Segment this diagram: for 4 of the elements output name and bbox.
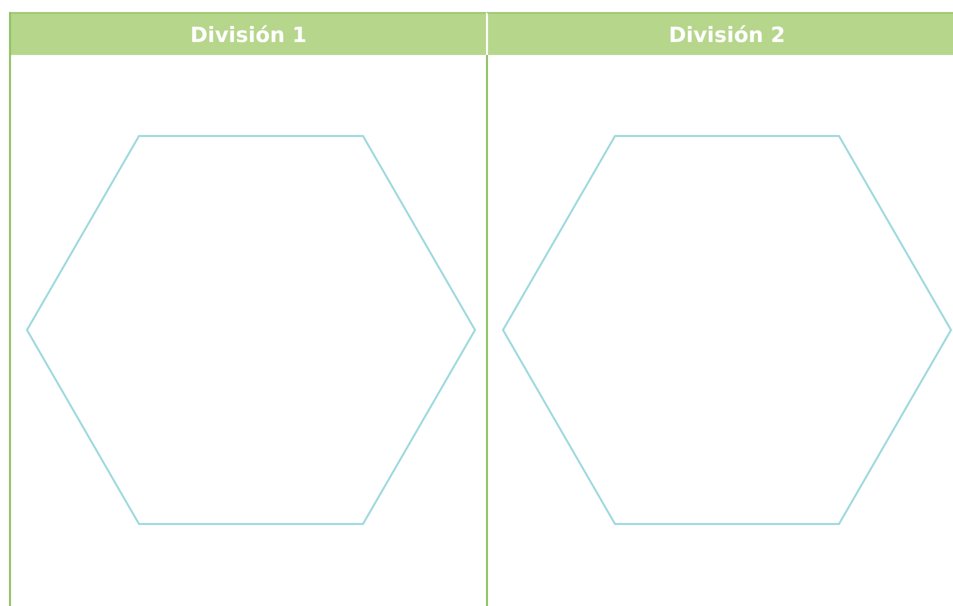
column-panel bbox=[486, 12, 953, 606]
header-text: División 1 bbox=[190, 22, 307, 46]
header-text: División 2 bbox=[668, 22, 786, 46]
column-panel bbox=[9, 12, 486, 606]
